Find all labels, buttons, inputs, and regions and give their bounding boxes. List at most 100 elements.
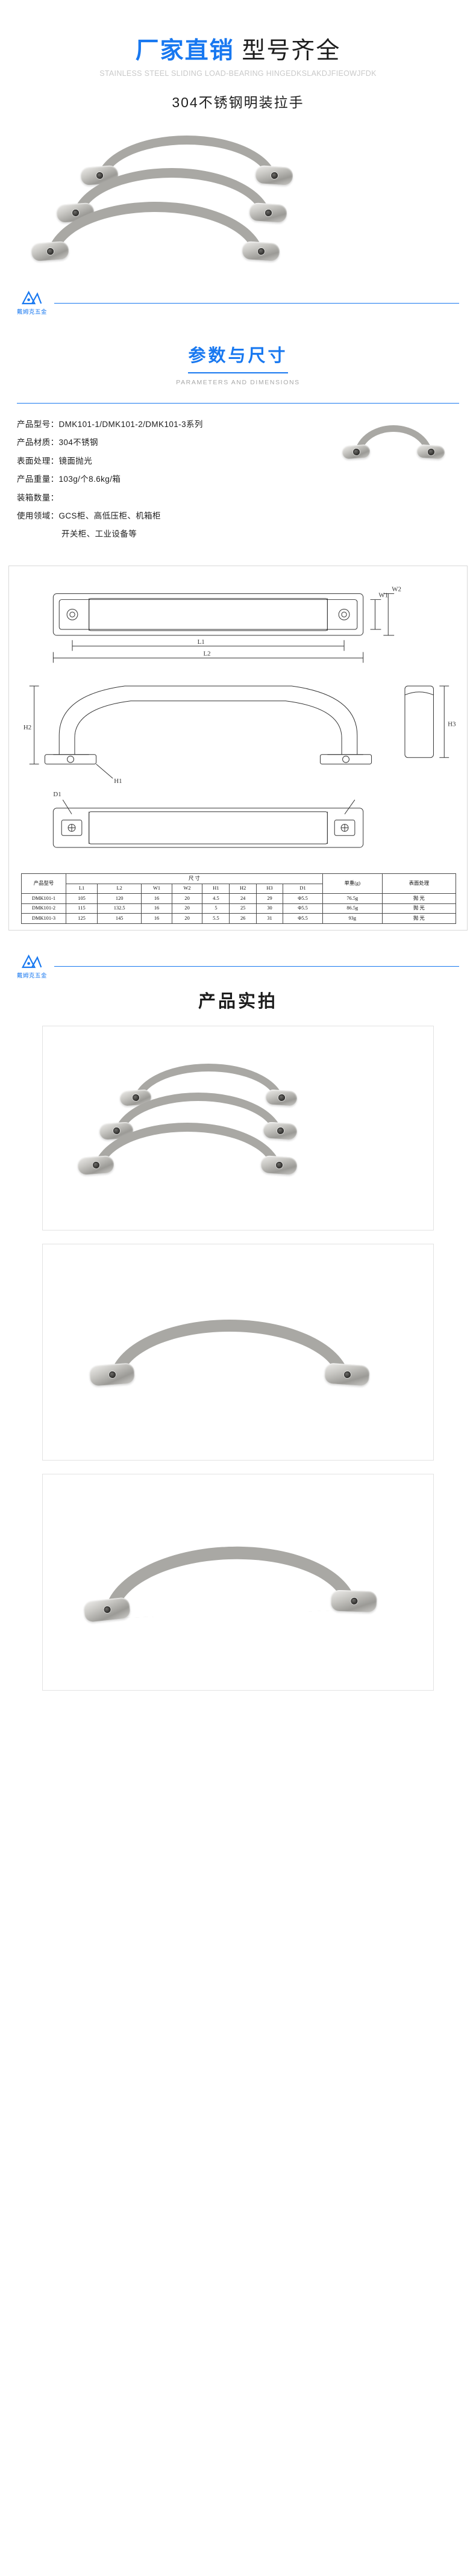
cell-weight: 93g bbox=[322, 913, 383, 924]
drawing-label-h3: H3 bbox=[448, 720, 456, 728]
technical-drawing-svg: L1 L2 W1 W2 H1 H2 H3 D1 bbox=[23, 585, 456, 848]
cell-finish: 抛 光 bbox=[381, 913, 457, 924]
cell-finish: 抛 光 bbox=[381, 893, 457, 904]
cell-h3: 31 bbox=[255, 913, 284, 924]
th-weight: 单重(g) bbox=[322, 873, 383, 894]
cell-l2: 145 bbox=[97, 913, 142, 924]
product-photo-group bbox=[43, 1026, 433, 1230]
cell-weight: 86.5g bbox=[322, 903, 383, 914]
cell-l1: 115 bbox=[65, 903, 98, 914]
spec-row-packing: 装箱数量： bbox=[17, 489, 343, 507]
table-row: DMK101-2 115 132.5 16 20 5 25 30 Φ5.5 86… bbox=[21, 903, 457, 914]
cell-h3: 29 bbox=[255, 893, 284, 904]
product-photo-card-2[interactable] bbox=[42, 1243, 434, 1461]
cell-l1: 125 bbox=[65, 913, 98, 924]
spec-row-surface: 表面处理：镜面抛光 bbox=[17, 452, 343, 470]
brand-logo: 戴姆克五金 bbox=[17, 290, 47, 316]
drawing-label-w2: W2 bbox=[392, 585, 401, 593]
section-title-en: PARAMETERS AND DIMENSIONS bbox=[176, 379, 300, 387]
spec-label-model: 产品型号： bbox=[17, 420, 59, 429]
spec-value-model: DMK101-1/DMK101-2/DMK101-3系列 bbox=[58, 420, 203, 429]
brand-bar-photos: 戴姆克五金 bbox=[0, 949, 476, 985]
cell-h1: 5.5 bbox=[202, 913, 230, 924]
spec-list: 产品型号：DMK101-1/DMK101-2/DMK101-3系列 产品材质：3… bbox=[17, 416, 343, 544]
drawing-label-l2: L2 bbox=[204, 650, 211, 657]
dmk-logo-icon bbox=[21, 290, 43, 306]
handle-render-back bbox=[80, 136, 293, 186]
dmk-logo-icon bbox=[21, 954, 43, 970]
spec-value-material: 304不锈钢 bbox=[58, 438, 98, 448]
brand-name-label-secondary: 戴姆克五金 bbox=[17, 972, 48, 979]
cell-h3: 30 bbox=[255, 903, 284, 914]
spec-label-application: 使用领域： bbox=[17, 511, 59, 520]
spec-value-weight: 103g/个8.6kg/箱 bbox=[58, 475, 121, 484]
page-bottom-spacer bbox=[0, 1691, 476, 1733]
cell-d1: Φ5.5 bbox=[283, 903, 323, 914]
th-col-d1: D1 bbox=[283, 883, 323, 894]
cell-h2: 25 bbox=[229, 903, 257, 914]
cell-w2: 20 bbox=[171, 893, 203, 904]
table-row: DMK101-1 105 120 16 20 4.5 24 29 Φ5.5 76… bbox=[21, 893, 457, 904]
dimension-table-wrapper: 产品型号 尺 寸 单重(g) 表面处理 L1 L2 W1 W2 H1 H2 H3… bbox=[21, 873, 457, 924]
cell-model: DMK101-1 bbox=[21, 893, 66, 904]
spec-label-surface: 表面处理： bbox=[17, 456, 59, 466]
cell-h2: 26 bbox=[229, 913, 257, 924]
spec-row-application: 使用领域：GCS柜、高低压柜、机箱柜 bbox=[17, 507, 343, 525]
cell-w1: 16 bbox=[141, 903, 172, 914]
brand-divider-secondary bbox=[54, 966, 459, 967]
cell-w2: 20 bbox=[171, 903, 203, 914]
hero-title-secondary: 型号齐全 bbox=[242, 38, 341, 64]
cell-w1: 16 bbox=[141, 913, 172, 924]
product-photo-single-angled bbox=[43, 1474, 433, 1690]
product-photo-card-1[interactable] bbox=[42, 1025, 434, 1230]
drawing-label-h1: H1 bbox=[114, 778, 122, 785]
cell-d1: Φ5.5 bbox=[283, 913, 323, 924]
cell-l2: 120 bbox=[97, 893, 142, 904]
spec-value-surface: 镜面抛光 bbox=[58, 456, 93, 466]
th-col-l2: L2 bbox=[97, 883, 142, 894]
spec-thumbnail-image bbox=[342, 419, 446, 477]
th-dims-group: 尺 寸 bbox=[66, 873, 323, 884]
hero-product-image bbox=[0, 122, 476, 285]
spec-label-weight: 产品重量： bbox=[17, 475, 59, 484]
cell-model: DMK101-3 bbox=[21, 913, 66, 924]
hero-title-highlight: 厂家直销 bbox=[135, 38, 234, 64]
cell-h1: 5 bbox=[202, 903, 230, 914]
th-finish: 表面处理 bbox=[381, 873, 457, 894]
parameters-section-header: 参数与尺寸 PARAMETERS AND DIMENSIONS bbox=[0, 321, 476, 392]
th-col-h1: H1 bbox=[202, 883, 230, 894]
photos-section-title: 产品实拍 bbox=[198, 991, 278, 1011]
page-title: 厂家直销 型号齐全 bbox=[0, 37, 476, 65]
cell-w2: 20 bbox=[171, 913, 203, 924]
spec-top-divider bbox=[17, 403, 459, 404]
drawing-label-d1: D1 bbox=[53, 791, 61, 798]
brand-name-label: 戴姆克五金 bbox=[17, 309, 48, 316]
handle-render-front bbox=[31, 202, 280, 262]
brand-bar-top: 戴姆克五金 bbox=[0, 285, 476, 321]
spec-label-packing: 装箱数量： bbox=[17, 493, 59, 502]
product-detail-page: 厂家直销 型号齐全 STAINLESS STEEL SLIDING LOAD-B… bbox=[0, 0, 476, 1733]
spec-row-weight: 产品重量：103g/个8.6kg/箱 bbox=[17, 470, 343, 488]
handle-render-middle bbox=[56, 168, 287, 223]
technical-drawing-block: L1 L2 W1 W2 H1 H2 H3 D1 产品型号 尺 寸 单重(g) 表… bbox=[8, 565, 468, 931]
spec-panel: 产品型号：DMK101-1/DMK101-2/DMK101-3系列 产品材质：3… bbox=[0, 392, 476, 550]
spec-label-material: 产品材质： bbox=[17, 438, 59, 448]
section-title-cn: 参数与尺寸 bbox=[188, 341, 288, 374]
spec-row-material: 产品材质：304不锈钢 bbox=[17, 434, 343, 452]
th-col-h2: H2 bbox=[229, 883, 257, 894]
spec-row-application-cont: 开关柜、工业设备等 bbox=[61, 529, 137, 539]
hero-subtitle-chinese: 304不锈钢明装拉手 bbox=[172, 95, 304, 111]
cell-h2: 24 bbox=[229, 893, 257, 904]
hero-header: 厂家直销 型号齐全 STAINLESS STEEL SLIDING LOAD-B… bbox=[0, 0, 476, 111]
table-row: DMK101-3 125 145 16 20 5.5 26 31 Φ5.5 93… bbox=[21, 913, 457, 924]
product-photo-card-3[interactable] bbox=[42, 1473, 434, 1691]
drawing-label-w1: W1 bbox=[378, 591, 388, 599]
cell-w1: 16 bbox=[141, 893, 172, 904]
th-col-h3: H3 bbox=[255, 883, 284, 894]
cell-h1: 4.5 bbox=[202, 893, 230, 904]
th-col-w2: W2 bbox=[171, 883, 203, 894]
drawing-label-h2: H2 bbox=[23, 724, 31, 731]
cell-weight: 76.5g bbox=[322, 893, 383, 904]
brand-logo-secondary: 戴姆克五金 bbox=[17, 954, 47, 979]
dimension-table: 产品型号 尺 寸 单重(g) 表面处理 L1 L2 W1 W2 H1 H2 H3… bbox=[21, 873, 457, 924]
